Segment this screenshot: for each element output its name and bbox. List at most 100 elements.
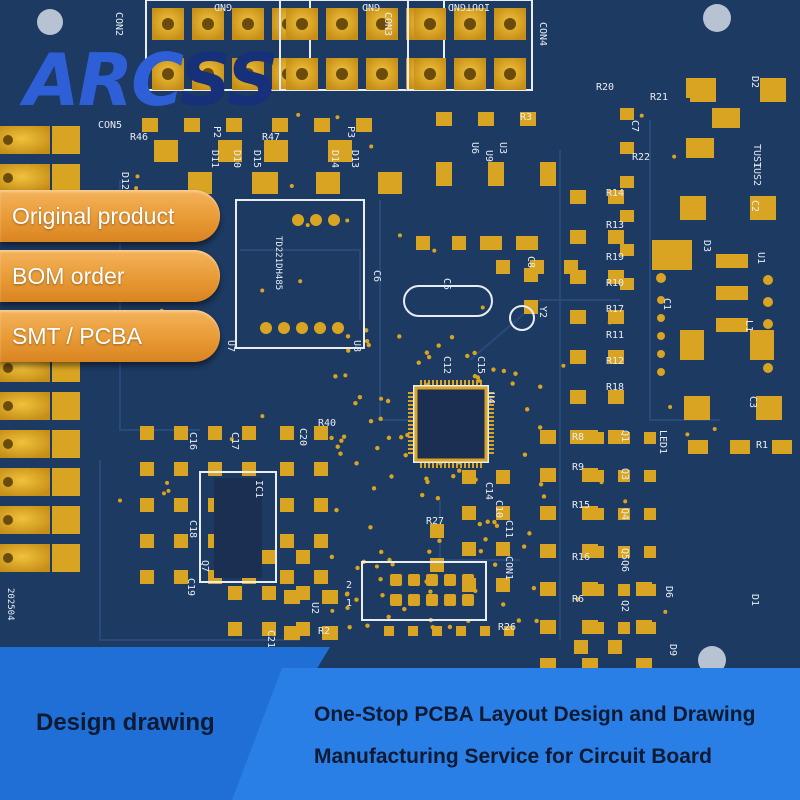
smd-pad <box>462 506 476 520</box>
ic-pin <box>408 400 414 402</box>
ic-pin <box>488 432 494 434</box>
silkscreen-label: Q4 <box>619 508 630 520</box>
ic-pin <box>436 380 438 386</box>
header-pin <box>390 574 402 586</box>
smd-pad <box>296 550 310 564</box>
ic-pad <box>763 341 773 351</box>
smd-pad <box>480 236 494 250</box>
via <box>375 445 380 451</box>
ic-pin <box>408 444 414 446</box>
silkscreen-label: C1 <box>661 298 672 310</box>
smd-pad <box>432 626 442 636</box>
via <box>341 434 347 439</box>
via <box>492 562 498 567</box>
silkscreen-label: R17 <box>606 304 624 315</box>
smd-pad <box>280 534 294 548</box>
pad-hole <box>162 68 174 80</box>
silkscreen-label: Q6 <box>619 560 630 572</box>
ic-pin <box>488 404 494 406</box>
silkscreen-label: CON1 <box>503 556 514 580</box>
silkscreen-label: R15 <box>572 500 590 511</box>
silkscreen-label: L1 <box>743 320 754 332</box>
ic-pin <box>488 392 494 394</box>
pad-hole <box>242 68 254 80</box>
smd-pad <box>280 426 294 440</box>
smd-pad <box>608 190 624 204</box>
smd-pad <box>524 300 538 314</box>
via <box>541 494 547 499</box>
pad-hole <box>3 363 13 373</box>
via <box>476 378 482 383</box>
ic-pad <box>657 296 665 304</box>
smd-pad <box>496 506 510 520</box>
banner-right <box>232 668 800 800</box>
silkscreen-label: Q5 <box>619 548 630 560</box>
via <box>492 519 497 525</box>
smd-pad <box>314 426 328 440</box>
smd-pad <box>618 432 630 444</box>
ic-pin <box>420 462 422 468</box>
silkscreen-label: R19 <box>606 252 624 263</box>
ic1-chip <box>214 478 262 578</box>
smd-pad <box>608 230 624 244</box>
smd-pad <box>618 470 630 482</box>
via <box>117 498 122 503</box>
smd-pad <box>716 286 748 300</box>
connector-pad <box>52 468 80 496</box>
smd-pad <box>618 546 630 558</box>
via <box>424 350 430 355</box>
header-pin <box>462 594 474 606</box>
smd-pad <box>620 278 634 290</box>
smd-pad <box>208 426 222 440</box>
smd-pad <box>174 534 188 548</box>
ic-pad <box>657 368 665 376</box>
via <box>135 174 140 179</box>
smd-pad <box>712 108 740 128</box>
ic-pin <box>488 396 494 398</box>
silkscreen-label: 1 <box>346 598 352 609</box>
via <box>329 554 335 560</box>
pad-hole <box>336 18 348 30</box>
smd-pad <box>262 586 276 600</box>
pad-hole <box>504 68 516 80</box>
silkscreen-label: D10 <box>231 150 242 168</box>
ic-pin <box>440 380 442 386</box>
smd-pad <box>620 210 634 222</box>
smd-pad <box>384 626 394 636</box>
via <box>491 367 496 372</box>
smd-pad <box>608 640 622 654</box>
via <box>668 404 673 409</box>
smd-pad <box>140 498 154 512</box>
via <box>575 597 580 602</box>
via <box>365 623 370 628</box>
silkscreen-label: U6 <box>469 142 480 154</box>
silkscreen-label: GND <box>214 1 232 12</box>
via <box>386 435 392 441</box>
smd-pad <box>488 162 504 186</box>
via <box>330 608 335 613</box>
via <box>357 394 363 400</box>
smd-pad <box>504 626 514 636</box>
silkscreen-label: U4 <box>485 392 496 404</box>
via <box>378 576 383 582</box>
smd-pad <box>592 432 604 444</box>
via <box>327 596 332 601</box>
smd-pad <box>618 622 630 634</box>
via <box>343 373 348 378</box>
smd-pad <box>644 432 656 444</box>
smd-pad <box>314 462 328 476</box>
ic-pin <box>488 400 494 402</box>
silkscreen-label: CON3 <box>382 12 393 36</box>
smd-pad <box>436 112 452 126</box>
silkscreen-label: C19 <box>185 578 196 596</box>
smd-pad <box>540 544 556 558</box>
silkscreen-label: R2 <box>318 626 330 637</box>
smd-pad <box>570 390 586 404</box>
via <box>538 482 544 487</box>
via <box>447 624 453 630</box>
silkscreen-label: P2 <box>211 126 222 138</box>
silkscreen-label: Q1 <box>619 430 630 442</box>
pad-hole <box>424 68 436 80</box>
ic-pad <box>314 322 326 334</box>
ic-pin <box>444 380 446 386</box>
